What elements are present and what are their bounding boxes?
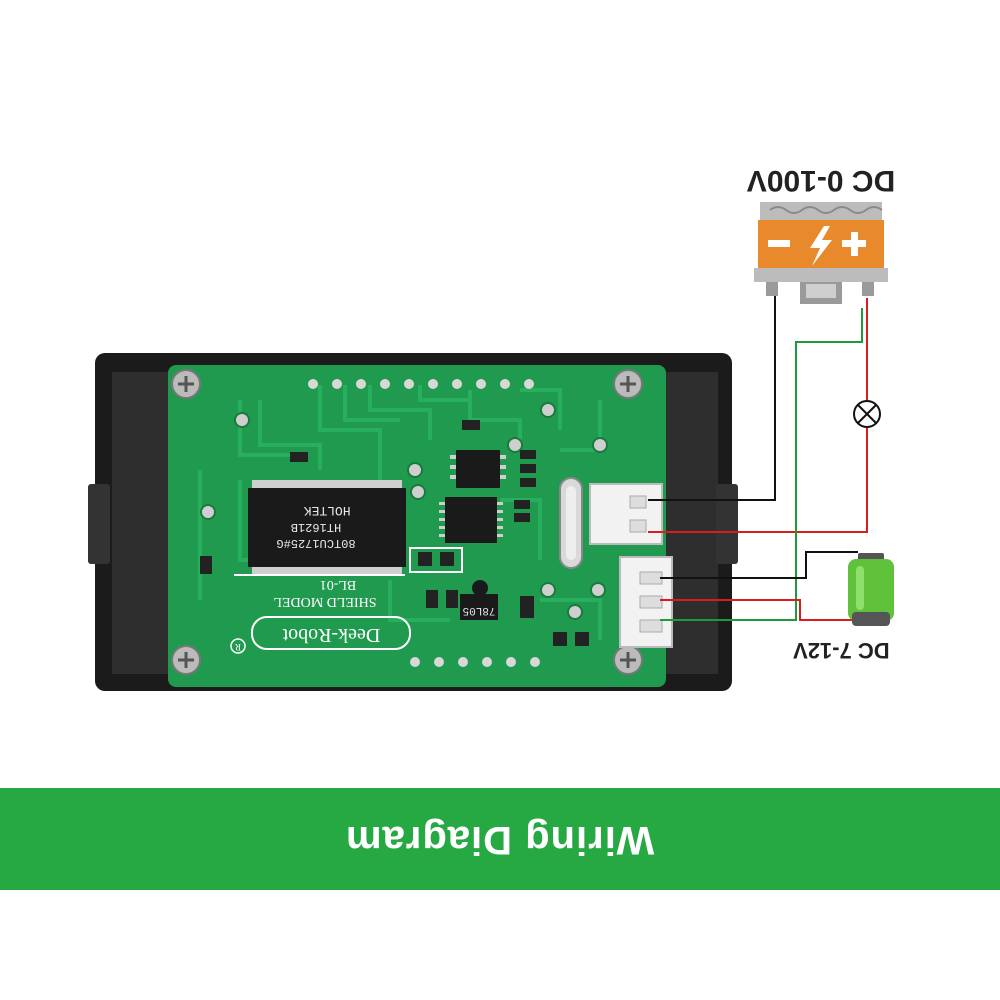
crystal-oscillator xyxy=(559,477,583,569)
brand-name: Deek-Robot xyxy=(282,624,380,646)
power-voltage-label: DC 7-12V xyxy=(793,638,890,663)
chip-part: HT1621B xyxy=(291,520,341,534)
screw-icon xyxy=(171,369,201,399)
wire-black-power xyxy=(660,551,858,579)
banner-title: Wiring Diagram xyxy=(345,817,655,862)
lcd-driver-chip: HOLTEK HT1621B 80TCU1725#G xyxy=(248,480,406,575)
registered-mark: R xyxy=(235,642,241,652)
eeprom-chip xyxy=(450,450,506,488)
cell-battery-icon xyxy=(848,553,894,626)
model-code: BL-01 xyxy=(320,577,357,592)
silkscreen: BL-01 SHIELD MODEL Deek-Robot R xyxy=(230,547,463,654)
source-voltage-label: DC 0-100V xyxy=(747,164,895,197)
chip-lot: 80TCU1725#G xyxy=(276,536,355,550)
regulator-label: 78L05 xyxy=(462,604,495,616)
title-banner: Wiring Diagram xyxy=(0,788,1000,890)
wire-red-power xyxy=(660,599,860,621)
signal-connector[interactable] xyxy=(589,483,663,545)
screw-icon xyxy=(613,645,643,675)
chip-brand: HOLTEK xyxy=(304,503,351,518)
wires xyxy=(648,295,868,621)
voltage-regulator: 78L05 xyxy=(460,580,498,620)
wire-black-signal xyxy=(648,295,776,501)
screw-icon xyxy=(613,369,643,399)
microcontroller-chip xyxy=(439,497,503,543)
power-connector[interactable] xyxy=(619,556,673,648)
lamp-icon xyxy=(853,400,881,428)
pcb-board xyxy=(168,365,666,687)
lightning-icon xyxy=(810,226,832,266)
model-title: SHIELD MODEL xyxy=(273,594,376,609)
smd-components xyxy=(200,420,589,646)
battery-icon xyxy=(754,202,888,304)
screw-icon xyxy=(171,645,201,675)
wire-red-signal-lower xyxy=(648,428,868,533)
wire-green xyxy=(660,308,863,621)
